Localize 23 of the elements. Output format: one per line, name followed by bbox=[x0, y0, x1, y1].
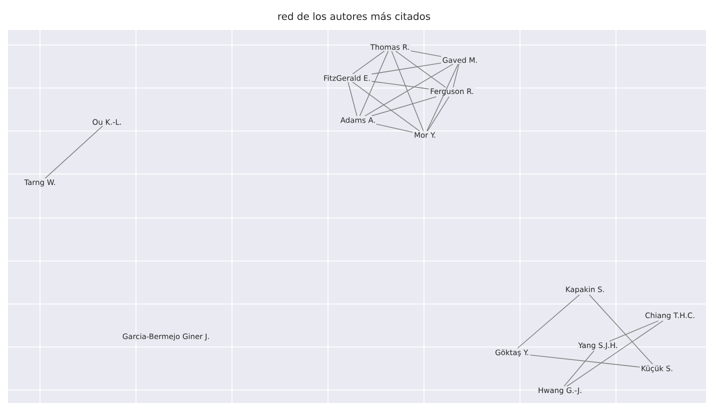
edge-line bbox=[530, 354, 640, 368]
edge-line bbox=[376, 124, 414, 133]
edge-line bbox=[391, 50, 424, 132]
edge-line bbox=[427, 96, 450, 132]
edge-line bbox=[352, 50, 385, 74]
edge-line bbox=[371, 96, 437, 116]
edge-line bbox=[609, 320, 659, 342]
edge-line bbox=[371, 62, 442, 74]
edge-line bbox=[352, 82, 420, 132]
edge-line bbox=[348, 82, 358, 116]
edge-line bbox=[426, 64, 458, 132]
edge-line bbox=[410, 50, 442, 57]
edge-line bbox=[395, 50, 446, 88]
edge-line bbox=[44, 126, 103, 179]
edge-line bbox=[564, 350, 594, 387]
edge-line bbox=[371, 80, 430, 90]
edge-line bbox=[452, 64, 460, 88]
edge-line bbox=[566, 320, 664, 387]
chart-title: red de los autores más citados bbox=[278, 12, 430, 20]
edge-line bbox=[589, 294, 654, 365]
edge-line bbox=[364, 64, 454, 116]
edge-line bbox=[359, 50, 389, 116]
edge-line bbox=[517, 294, 580, 349]
